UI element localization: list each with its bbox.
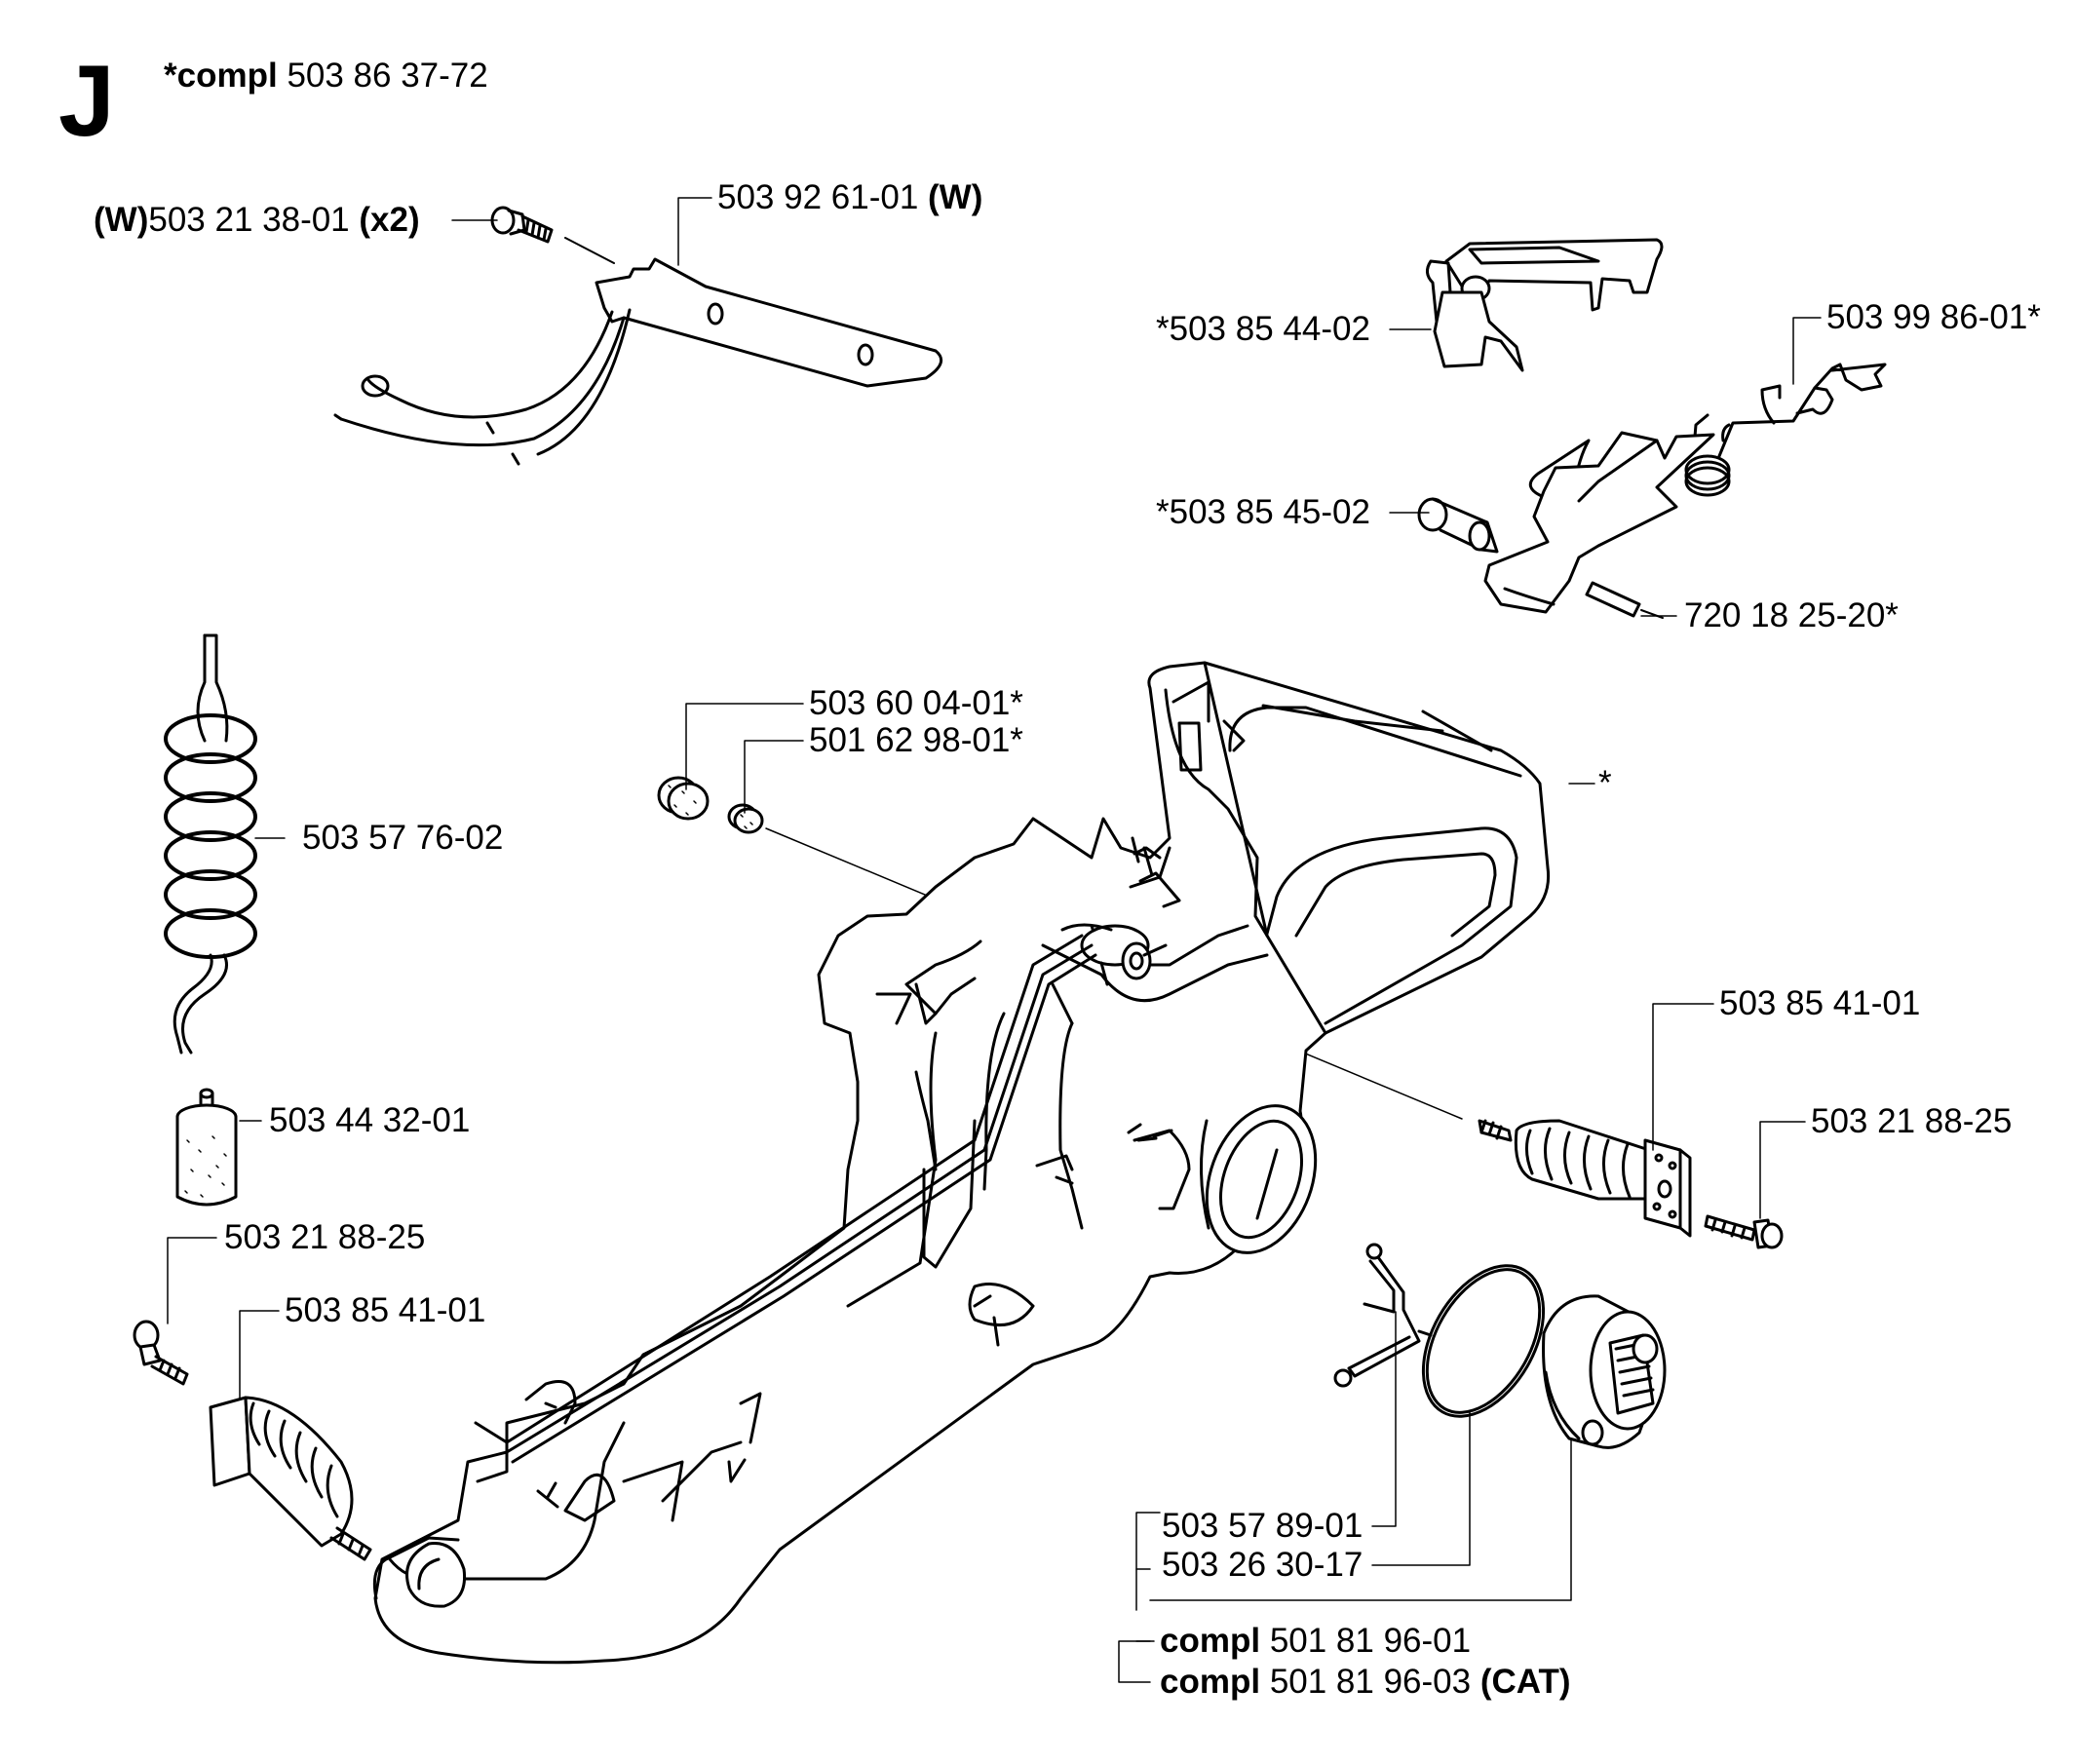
leader-lines xyxy=(167,197,1822,1683)
label-compl1-number: 501 81 96-01 xyxy=(1269,1622,1472,1660)
cap-strap-icon xyxy=(1333,1243,1433,1388)
fuel-hose-icon xyxy=(164,633,257,1055)
compl-prefix: *compl xyxy=(164,57,278,95)
label-pin: 720 18 25-20* xyxy=(1684,596,1899,634)
throttle-trigger-icon xyxy=(1426,238,1664,372)
label-screw-w-prefix: (W) xyxy=(94,201,149,239)
label-fuel-filter: 503 44 32-01 xyxy=(269,1101,471,1139)
trigger-spring-icon xyxy=(1684,363,1887,497)
screw-icon xyxy=(1704,1214,1784,1249)
label-screw-w-number: 503 21 38-01 xyxy=(148,201,350,239)
label-o-ring: 503 26 30-17 xyxy=(1162,1546,1363,1584)
label-compl2-suffix: (CAT) xyxy=(1479,1663,1571,1701)
label-trigger-spring: 503 99 86-01* xyxy=(1826,298,2041,336)
section-compl-label: *compl 503 86 37-72 xyxy=(164,57,488,96)
vibration-buffer-icon xyxy=(1478,1119,1692,1238)
section-letter: J xyxy=(58,45,115,158)
fuel-filter-icon xyxy=(175,1088,238,1207)
label-compl-cap: compl 501 81 96-01 xyxy=(1160,1622,1471,1661)
ground-wire-bracket-icon xyxy=(333,257,943,466)
label-cap-strap: 503 57 89-01 xyxy=(1162,1507,1363,1545)
o-ring-icon xyxy=(1421,1264,1546,1418)
label-screw-w: (W)503 21 38-01 (x2) xyxy=(94,201,420,240)
label-screw-w-qty: (x2) xyxy=(359,201,420,239)
label-bracket: 503 92 61-01 (W) xyxy=(717,178,982,217)
label-compl-cap-cat: compl 501 81 96-03 (CAT) xyxy=(1160,1663,1571,1702)
label-bracket-suffix: (W) xyxy=(928,178,983,216)
label-trigger-top: *503 85 44-02 xyxy=(1156,310,1370,348)
compl-number: 503 86 37-72 xyxy=(287,57,488,95)
label-compl1-prefix: compl xyxy=(1160,1622,1261,1660)
screw-icon xyxy=(133,1320,189,1386)
screw-icon xyxy=(490,206,615,264)
fuel-cap-icon xyxy=(1542,1294,1667,1449)
label-fuel-hose: 503 57 76-02 xyxy=(302,819,504,857)
label-buffer-left: 503 85 41-01 xyxy=(285,1291,486,1329)
label-bracket-number: 503 92 61-01 xyxy=(717,178,919,216)
vibration-buffer-icon xyxy=(209,1396,372,1561)
label-plug-small: 501 62 98-01* xyxy=(809,721,1023,759)
label-screw-left: 503 21 88-25 xyxy=(224,1218,426,1256)
pin-icon xyxy=(1585,581,1664,619)
label-plug-large: 503 60 04-01* xyxy=(809,684,1023,722)
label-compl2-prefix: compl xyxy=(1160,1663,1261,1701)
label-throttle-lockout: *503 85 45-02 xyxy=(1156,493,1370,531)
label-buffer-right: 503 85 41-01 xyxy=(1719,984,1921,1022)
label-compl2-number: 501 81 96-03 xyxy=(1269,1663,1472,1701)
rear-handle-tank-icon xyxy=(372,661,1551,1665)
label-screw-right: 503 21 88-25 xyxy=(1811,1102,2013,1140)
throttle-lockout-icon xyxy=(1417,431,1715,614)
label-handle-star: * xyxy=(1598,764,1612,802)
